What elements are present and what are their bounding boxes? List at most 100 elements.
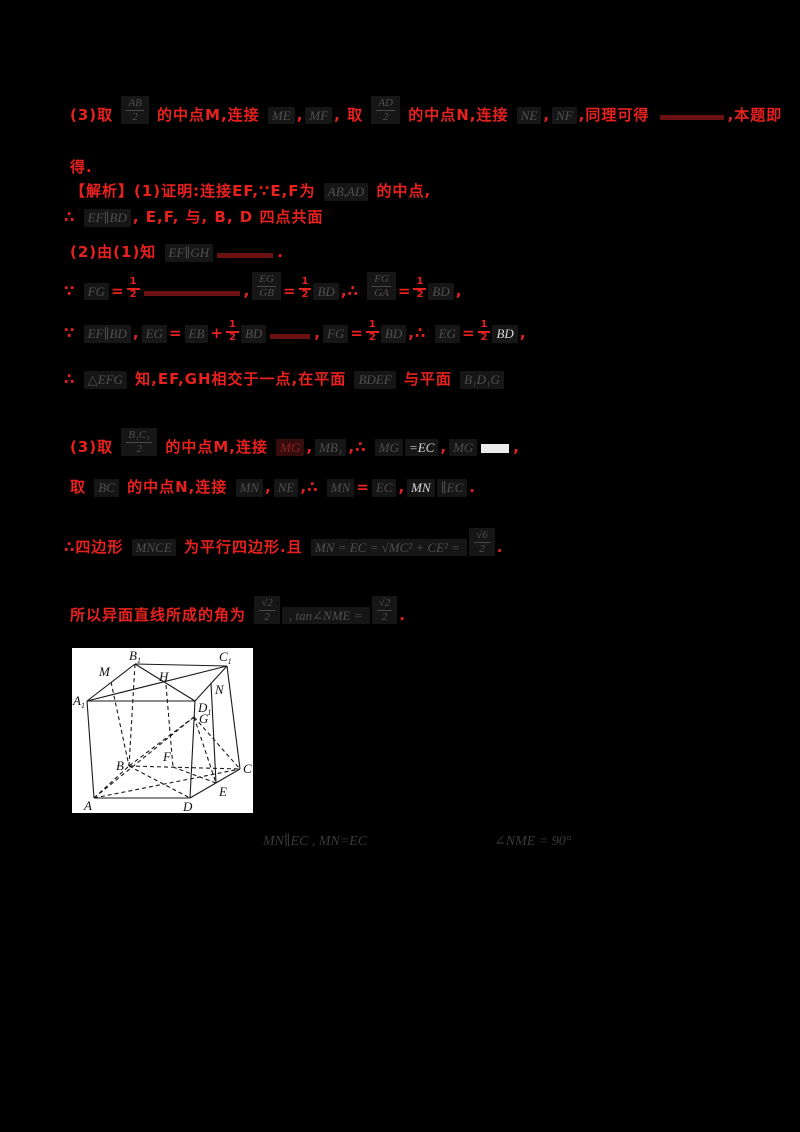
red-text: . xyxy=(496,537,504,556)
formula-image: EC xyxy=(371,479,397,497)
fraction-numerator: 1 xyxy=(126,277,140,290)
red-text: , E,F, 与, B, D 四点共面 xyxy=(132,208,324,226)
formula-image: MN xyxy=(407,479,435,497)
red-text: 【解析】(1)证明:连接EF,∵E,F为 xyxy=(70,182,322,200)
cube-edge xyxy=(189,768,241,799)
red-text: = xyxy=(282,281,297,300)
formula-image: B₁D₁G xyxy=(460,371,504,389)
cube-edge xyxy=(134,663,228,667)
red-text: ∴ xyxy=(64,208,82,226)
red-text: ∴ xyxy=(64,370,82,388)
text-line: ∴ EF∥BD, E,F, 与, B, D 四点共面 xyxy=(64,208,323,227)
fraction-numerator: EG xyxy=(257,273,276,287)
blank-underline xyxy=(143,291,240,297)
vertex-label: D xyxy=(182,799,193,813)
red-text: , xyxy=(314,324,321,343)
red-text: ∵ xyxy=(64,281,82,300)
formula-image: MNCE xyxy=(131,538,176,557)
text-line: 【解析】(1)证明:连接EF,∵E,F为 AB,AD 的中点, xyxy=(70,182,431,201)
vertex-label: C1 xyxy=(219,649,232,666)
fraction-numerator: FG xyxy=(372,273,391,287)
fraction-numerator: √2 xyxy=(376,597,393,611)
formula-image: △EFG xyxy=(83,371,127,389)
red-text: , xyxy=(513,437,520,456)
fraction-denominator: GA xyxy=(374,286,389,299)
formula-image: , tan∠NME = xyxy=(281,606,370,625)
faint-formula: MN∥EC , MN=EC xyxy=(263,834,368,849)
cube-edge xyxy=(210,682,217,784)
formula-image: BC xyxy=(94,479,119,497)
fraction-denominator: 2 xyxy=(136,442,142,455)
red-text: , xyxy=(519,324,527,343)
fraction-denominator: 2 xyxy=(228,331,236,343)
cube-hidden-edge xyxy=(128,765,241,770)
fraction-numerator: √2 xyxy=(259,597,275,611)
formula-image: EF∥GH xyxy=(164,244,214,262)
vertex-label: A1 xyxy=(72,693,85,710)
formula-image: BD xyxy=(428,282,454,301)
formula-image: EG xyxy=(141,325,167,343)
red-text: ,∴ xyxy=(348,437,373,456)
cube-edge xyxy=(189,700,196,799)
fraction-numerator: 1 xyxy=(298,277,312,290)
formula-image: BD xyxy=(380,325,407,343)
red-text: ,∴ xyxy=(300,478,325,496)
formula-image: EG xyxy=(434,325,460,343)
text-line: ∴ △EFG 知,EF,GH相交于一点,在平面 BDEF 与平面 B₁D₁G xyxy=(64,370,504,389)
vertex-label: A xyxy=(83,798,92,813)
cube-edge xyxy=(134,663,196,702)
red-text: , xyxy=(265,478,272,496)
formula-image: ME xyxy=(267,106,295,125)
blank-underline xyxy=(270,334,311,339)
formula-image: MG xyxy=(276,438,305,457)
cube-hidden-edge xyxy=(128,663,136,767)
red-text: = xyxy=(397,281,412,300)
vertex-label: H xyxy=(158,669,169,684)
formula-image: BD xyxy=(240,325,267,343)
cube-edge xyxy=(86,665,228,702)
red-text: 得. xyxy=(70,158,93,176)
cube-hidden-edge xyxy=(172,766,217,784)
formula-image: MN = EC = √MC² + CE² = xyxy=(310,538,468,557)
cube-edge xyxy=(226,665,241,770)
cube-hidden-edge xyxy=(128,716,195,767)
text-line: 取 BC 的中点N,连接 MN,NE,∴ MN=EC,MN∥EC. xyxy=(70,478,476,497)
vertex-label: M xyxy=(98,664,111,679)
fraction-denominator: 2 xyxy=(416,288,424,300)
red-text: 的中点M,连接 xyxy=(159,437,275,456)
formula-image: MN xyxy=(235,479,264,497)
red-text: 所以异面直线所成的角为 xyxy=(70,605,253,624)
fraction-denominator: 2 xyxy=(479,542,485,555)
vertex-label: F xyxy=(162,749,172,764)
red-text: , 取 xyxy=(334,105,370,124)
fraction-denominator: 2 xyxy=(132,110,138,123)
fraction-numerator: √6 xyxy=(474,529,490,543)
red-text: (3)取 xyxy=(70,105,120,124)
red-text: , xyxy=(306,437,314,456)
formula-image: EF∥BD xyxy=(83,209,131,227)
red-text: 为平行四边形.且 xyxy=(177,537,309,556)
fraction-numerator: AD xyxy=(376,97,395,111)
formula-image: EB xyxy=(184,325,209,343)
red-text: . xyxy=(469,478,476,496)
red-text: ,同理可得 xyxy=(578,105,656,124)
text-line: 得. xyxy=(70,158,93,177)
faint-formula: ∠NME = 90° xyxy=(494,834,572,849)
